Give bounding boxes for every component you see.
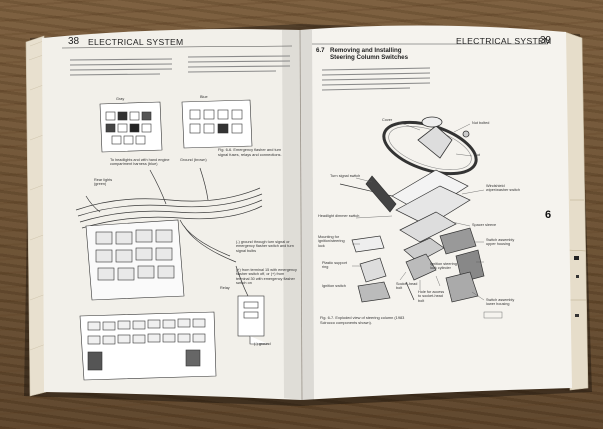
chapter-tab: 6	[545, 209, 552, 221]
label-plastic-stop: Plastic support ring	[322, 261, 347, 270]
figure-code-box	[483, 311, 503, 319]
label-nut: Nut	[474, 153, 480, 157]
label-relay: Relay	[220, 286, 230, 290]
label-headlight-dimmer: Headlight dimmer switch	[318, 214, 360, 218]
label-blue: Blue	[200, 95, 208, 99]
connector-gray	[99, 101, 163, 153]
left-body-text	[69, 55, 291, 76]
right-body-text	[321, 67, 431, 91]
leader-lines	[352, 121, 485, 301]
label-nut-bolted: Nut bolted	[472, 121, 490, 125]
label-ground-note: (-) ground through turn signal or emerge…	[236, 240, 294, 253]
section-number: 6.7	[316, 47, 325, 54]
section-title: Removing and Installing Steering Column …	[330, 47, 409, 61]
label-cover: Cover	[382, 118, 393, 122]
label-ignition-switch: Ignition switch	[322, 284, 346, 288]
column-assembly-drawing	[339, 169, 485, 303]
label-gray: Gray	[116, 97, 125, 101]
right-page-number: 39	[540, 35, 552, 46]
right-running-head: Electrical System	[456, 36, 552, 46]
label-rear-lights: Rear lights (green)	[94, 178, 113, 187]
label-switch-lower: Switch assembly lower housing	[486, 298, 515, 307]
label-hole: Hole for access to socket-head bolt	[418, 290, 445, 303]
fuse-relay-block	[85, 219, 185, 301]
label-switch-upper: Switch assembly upper housing	[486, 238, 515, 247]
label-spacer-sleeve: Spacer sleeve	[472, 223, 497, 227]
left-running-head: Electrical System	[88, 37, 184, 47]
label-windshield: Windshield wiper/washer switch	[486, 184, 520, 193]
label-socket-head: Socket-head bolt	[396, 282, 418, 291]
right-figure-caption: Fig. 6-7. Exploded view of steering colu…	[320, 315, 405, 325]
label-ground: Ground (brown)	[180, 158, 207, 162]
left-page-number: 38	[68, 36, 80, 47]
steering-wheel-drawing	[382, 116, 478, 176]
wiring-harness-diagram	[75, 167, 263, 297]
relay-diagram	[237, 295, 268, 345]
label-from-terminal: (+) from terminal 15 with emergency flas…	[236, 268, 297, 286]
left-figure-caption: Fig. 6-6. Emergency flasher and turn sig…	[218, 147, 282, 157]
label-headlights: To headlights and with hand engine compa…	[110, 158, 170, 167]
label-ignition-lock: Ignition steering lock cylinder	[430, 262, 457, 271]
connector-blue	[181, 99, 253, 149]
label-turn-signal: Turn signal switch	[330, 174, 361, 178]
label-minus-ground: (-) ground	[254, 342, 271, 346]
label-mounting: Mounting for ignition/steering lock	[318, 235, 345, 248]
fuse-panel	[79, 311, 217, 381]
